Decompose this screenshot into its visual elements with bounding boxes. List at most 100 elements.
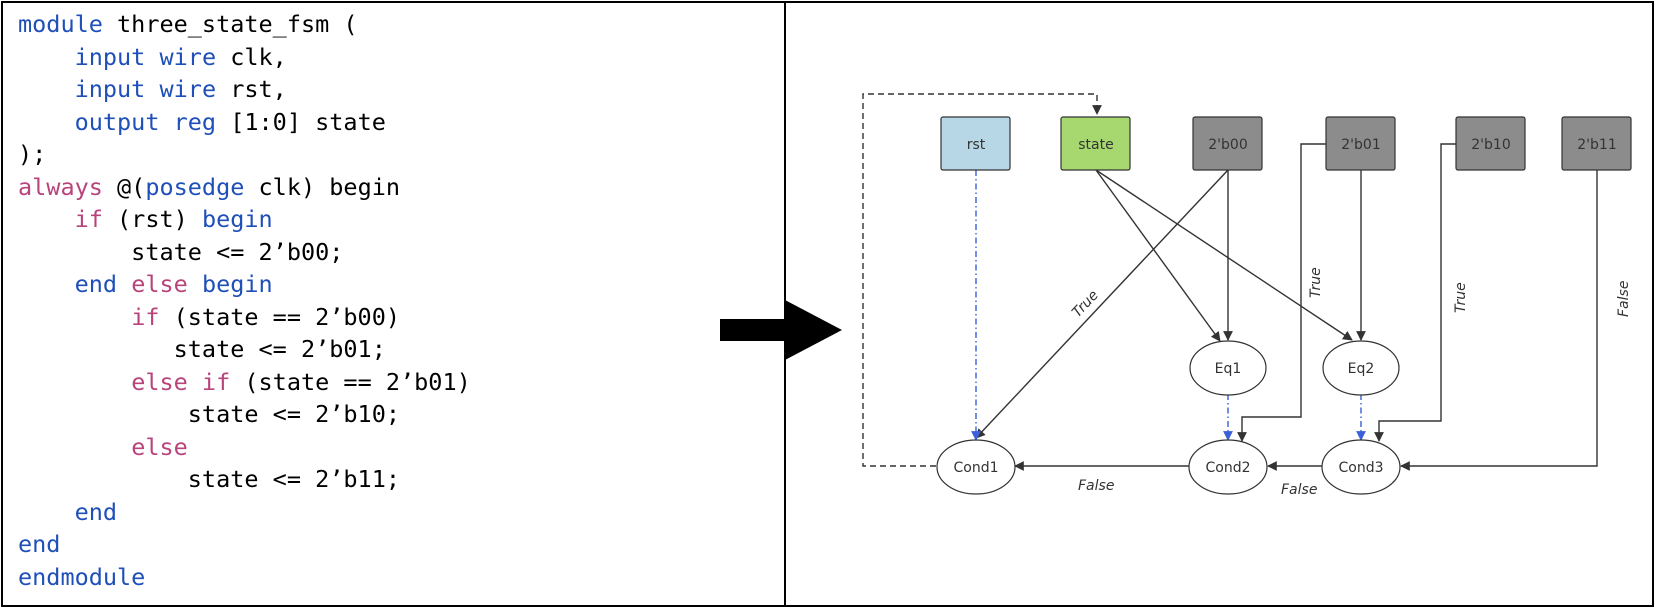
code-token xyxy=(18,303,131,331)
code-token: clk, xyxy=(216,42,287,71)
code-token: endmodule xyxy=(18,562,146,591)
code-token: (rst) xyxy=(102,205,202,233)
code-line: state <= 2’b10; xyxy=(18,398,471,431)
edge-b10-cond3 xyxy=(1374,143,1494,442)
code-token: module xyxy=(18,10,103,38)
code-token: end xyxy=(18,530,61,558)
code-token: state <= 2’b01; xyxy=(18,335,386,363)
code-line: else if (state == 2’b01) xyxy=(18,366,471,399)
code-token xyxy=(18,270,75,298)
code-line: state <= 2’b01; xyxy=(18,333,471,366)
code-token: input xyxy=(74,75,146,103)
code-line: always @(posedge clk) begin xyxy=(18,171,471,204)
code-token: state <= 2’b00; xyxy=(18,237,344,266)
feedback-edge xyxy=(862,93,1102,467)
edge-b01-cond2 xyxy=(1237,143,1361,442)
code-token: wire xyxy=(159,75,217,103)
code-token: @( xyxy=(102,172,146,201)
code-token: else xyxy=(131,270,188,298)
node-2b11-label: 2'b11 xyxy=(1577,137,1616,153)
code-token xyxy=(159,108,173,136)
code-token: rst, xyxy=(216,75,287,103)
code-token: if xyxy=(131,302,160,331)
node-state: state xyxy=(1060,116,1131,171)
code-token: reg xyxy=(173,107,217,136)
node-rst-label: rst xyxy=(967,137,986,153)
code-token: state <= 2’b11; xyxy=(18,465,401,493)
right-arrow-icon xyxy=(720,300,842,360)
node-2b10: 2'b10 xyxy=(1455,116,1526,171)
code-token: output xyxy=(74,107,160,136)
code-token xyxy=(18,43,75,71)
edge-b00-cond1 xyxy=(975,169,1229,439)
code-token: else if xyxy=(131,367,231,396)
code-token xyxy=(145,75,159,103)
code-line: if (rst) begin xyxy=(18,203,471,236)
edge-label-false-b11: False xyxy=(1616,281,1632,317)
node-eq2: Eq2 xyxy=(1322,340,1400,396)
code-line: state <= 2’b00; xyxy=(18,236,471,269)
code-token: always xyxy=(18,172,103,201)
code-token xyxy=(18,75,75,103)
code-token: clk) begin xyxy=(244,172,401,201)
edge-label-true-b01: True xyxy=(1308,267,1324,298)
code-line: if (state == 2’b00) xyxy=(18,301,471,334)
code-token: else xyxy=(131,432,188,461)
node-eq1: Eq1 xyxy=(1189,340,1267,396)
edge-state-eq1 xyxy=(1095,169,1221,342)
node-cond3: Cond3 xyxy=(1321,439,1401,495)
code-line: end xyxy=(18,496,471,529)
node-cond1-label: Cond1 xyxy=(953,460,998,476)
node-eq2-label: Eq2 xyxy=(1348,361,1375,377)
code-token: three_state_fsm ( xyxy=(102,10,358,38)
code-line: module three_state_fsm ( xyxy=(18,8,471,41)
code-token: wire xyxy=(159,42,217,71)
code-token: (state == 2’b00) xyxy=(159,302,401,331)
node-rst: rst xyxy=(940,116,1011,171)
code-token: if xyxy=(74,205,103,233)
code-line: input wire clk, xyxy=(18,41,471,74)
code-token: [1:0] state xyxy=(216,107,386,136)
code-line: input wire rst, xyxy=(18,73,471,106)
code-token xyxy=(18,108,75,136)
node-2b11: 2'b11 xyxy=(1561,116,1632,171)
edge-label-true-b00: True xyxy=(1069,287,1102,320)
code-token: begin xyxy=(201,270,273,298)
node-2b01-label: 2'b01 xyxy=(1341,137,1380,153)
node-cond1: Cond1 xyxy=(936,439,1016,495)
code-token xyxy=(117,270,131,298)
edge-label-false-cond3: False xyxy=(1281,482,1317,498)
code-token: end xyxy=(74,497,118,526)
code-line: ); xyxy=(18,138,471,171)
code-token: ); xyxy=(18,140,47,168)
code-token: state <= 2’b10; xyxy=(18,400,401,428)
node-2b00-label: 2'b00 xyxy=(1208,137,1247,153)
edge-state-eq2 xyxy=(1095,169,1353,341)
code-token xyxy=(18,205,75,233)
node-eq1-label: Eq1 xyxy=(1215,361,1242,377)
edge-label-false-cond2: False xyxy=(1078,478,1114,494)
code-line: output reg [1:0] state xyxy=(18,106,471,139)
code-line: end else begin xyxy=(18,268,471,301)
node-cond2-label: Cond2 xyxy=(1205,460,1250,476)
node-2b01: 2'b01 xyxy=(1325,116,1396,171)
code-token: posedge xyxy=(145,172,245,201)
code-token xyxy=(188,270,202,298)
code-token xyxy=(18,498,75,526)
code-token xyxy=(145,43,159,71)
code-token xyxy=(18,368,131,396)
code-token: end xyxy=(74,270,118,298)
code-token xyxy=(18,433,131,461)
code-line: endmodule xyxy=(18,561,471,594)
verilog-code-block: module three_state_fsm ( input wire clk,… xyxy=(18,8,471,593)
code-token: input xyxy=(74,42,146,71)
node-2b00: 2'b00 xyxy=(1192,116,1263,171)
code-line: end xyxy=(18,528,471,561)
dataflow-diagram: True True True False False False rst sta… xyxy=(862,93,1632,498)
edge-label-true-b10: True xyxy=(1453,282,1469,313)
node-2b10-label: 2'b10 xyxy=(1471,137,1510,153)
code-line: state <= 2’b11; xyxy=(18,463,471,496)
code-token: begin xyxy=(201,205,273,233)
code-token: (state == 2’b01) xyxy=(230,367,471,396)
